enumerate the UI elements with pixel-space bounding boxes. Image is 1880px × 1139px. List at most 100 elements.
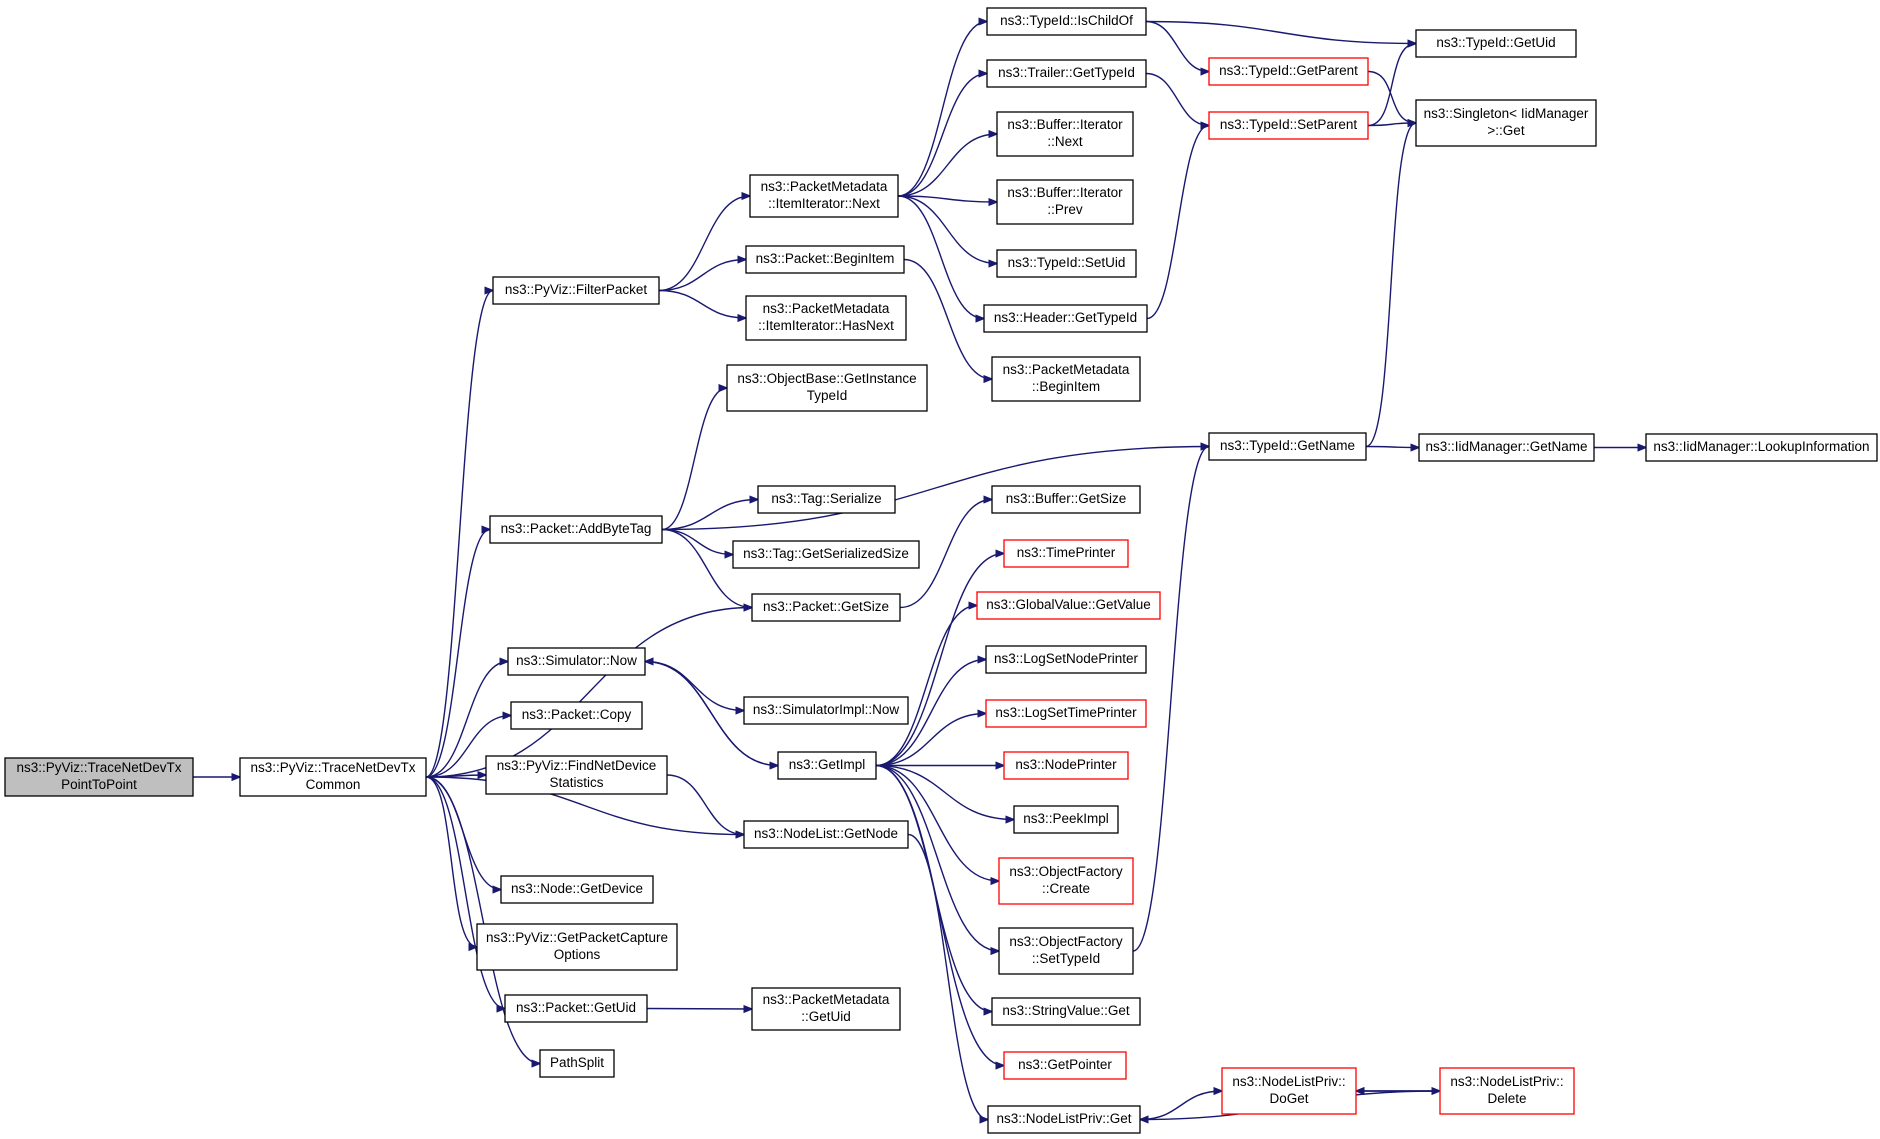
node-objFactorySetTypeId[interactable]: ns3::ObjectFactory::SetTypeId (998, 927, 1134, 975)
node-logSetNodePrinter[interactable]: ns3::LogSetNodePrinter (985, 645, 1147, 674)
node-typeIdSetParent[interactable]: ns3::TypeId::SetParent (1208, 111, 1369, 140)
node-label: ns3::IidManager::GetName (1425, 439, 1587, 454)
edge-line (425, 716, 511, 778)
node-bufIterNext[interactable]: ns3::Buffer::Iterator::Next (996, 111, 1134, 157)
node-label: ns3::ObjectFactory (1009, 864, 1123, 879)
node-label: ns3::Packet::AddByteTag (501, 521, 652, 536)
node-getPointer[interactable]: ns3::GetPointer (1003, 1051, 1127, 1080)
node-bufferGetSize[interactable]: ns3::Buffer::GetSize (991, 485, 1141, 514)
node-box (507, 647, 646, 676)
node-packetGetSize[interactable]: ns3::Packet::GetSize (751, 593, 901, 622)
node-label: ns3::NodeList::GetNode (754, 826, 898, 841)
edge-getImpl-to-getPointer (875, 764, 1004, 1066)
node-label: ns3::PeekImpl (1023, 811, 1109, 826)
edge-typeIdGetName-to-singletonGet (1365, 123, 1416, 448)
node-tagGetSerSize[interactable]: ns3::Tag::GetSerializedSize (732, 540, 920, 569)
edge-line (897, 74, 987, 197)
edge-line (425, 776, 744, 835)
node-bufIterPrev[interactable]: ns3::Buffer::Iterator::Prev (996, 179, 1134, 225)
node-globalValueGetValue[interactable]: ns3::GlobalValue::GetValue (976, 591, 1161, 620)
edge-line (899, 500, 992, 609)
edge-line (875, 714, 986, 767)
node-pmBeginItem[interactable]: ns3::PacketMetadata::BeginItem (991, 356, 1141, 402)
node-nodeGetDevice[interactable]: ns3::Node::GetDevice (500, 875, 654, 904)
node-nodeListPrivDelete[interactable]: ns3::NodeListPriv::Delete (1439, 1067, 1575, 1115)
node-box (749, 174, 899, 218)
edge-line (661, 528, 752, 608)
node-nodeListGetNode[interactable]: ns3::NodeList::GetNode (743, 820, 909, 849)
node-typeIdSetUid[interactable]: ns3::TypeId::SetUid (996, 249, 1137, 278)
node-pmNext[interactable]: ns3::PacketMetadata::ItemIterator::Next (749, 174, 899, 218)
edge-findNetDev-to-nodeListGetNode (666, 774, 744, 835)
node-box (510, 701, 643, 730)
node-label: ns3::PyViz::FilterPacket (505, 282, 648, 297)
node-typeIdGetParent[interactable]: ns3::TypeId::GetParent (1208, 57, 1369, 86)
node-typeIdGetName[interactable]: ns3::TypeId::GetName (1208, 432, 1367, 461)
node-box (991, 997, 1141, 1026)
node-label: Statistics (549, 775, 603, 790)
node-label: ns3::Packet::GetSize (763, 599, 889, 614)
node-objFactoryCreate[interactable]: ns3::ObjectFactory::Create (998, 857, 1134, 905)
node-singletonGet[interactable]: ns3::Singleton< IidManager>::Get (1415, 99, 1597, 147)
edge-typeIdSetParent-to-typeIdGetUid (1367, 44, 1416, 127)
node-peekImpl[interactable]: ns3::PeekImpl (1013, 805, 1119, 834)
node-trailerGetTypeId[interactable]: ns3::Trailer::GetTypeId (986, 59, 1147, 88)
node-box (976, 591, 1161, 620)
node-iidGetName[interactable]: ns3::IidManager::GetName (1418, 433, 1595, 462)
node-addByteTag[interactable]: ns3::Packet::AddByteTag (489, 515, 663, 544)
node-label: Options (554, 947, 601, 962)
node-simNow[interactable]: ns3::Simulator::Now (507, 647, 646, 676)
edge-line (658, 260, 746, 292)
node-stringValueGet[interactable]: ns3::StringValue::Get (991, 997, 1141, 1026)
node-nodeListPrivDoGet[interactable]: ns3::NodeListPriv::DoGet (1221, 1067, 1357, 1115)
node-label: ns3::TypeId::IsChildOf (1000, 13, 1133, 28)
node-box (985, 645, 1147, 674)
node-typeIdGetUid[interactable]: ns3::TypeId::GetUid (1415, 29, 1577, 58)
node-tagSerialize[interactable]: ns3::Tag::Serialize (757, 485, 896, 514)
node-label: ns3::PyViz::GetPacketCapture (486, 930, 668, 945)
node-packetGetUid[interactable]: ns3::Packet::GetUid (504, 994, 648, 1023)
edge-common-to-pathSplit (425, 776, 540, 1064)
node-nodeListPrivGet[interactable]: ns3::NodeListPriv::Get (987, 1105, 1141, 1134)
node-label: ns3::TypeId::GetUid (1436, 35, 1555, 50)
node-packetCopy[interactable]: ns3::Packet::Copy (510, 701, 643, 730)
node-iidLookup[interactable]: ns3::IidManager::LookupInformation (1645, 433, 1878, 462)
node-headerGetTypeId[interactable]: ns3::Header::GetTypeId (983, 304, 1148, 333)
node-box (239, 757, 427, 797)
node-simImplNow[interactable]: ns3::SimulatorImpl::Now (743, 696, 909, 725)
edge-line (644, 660, 744, 711)
edge-line (425, 662, 508, 778)
node-pathSplit[interactable]: PathSplit (539, 1049, 615, 1078)
edge-line (425, 530, 490, 778)
node-nodePrinter[interactable]: ns3::NodePrinter (1003, 751, 1129, 780)
node-typeIdIsChildOf[interactable]: ns3::TypeId::IsChildOf (986, 7, 1147, 36)
edge-common-to-addByteTag (425, 530, 490, 778)
node-packetBeginItem[interactable]: ns3::Packet::BeginItem (745, 245, 905, 274)
node-logSetTimePrinter[interactable]: ns3::LogSetTimePrinter (985, 699, 1147, 728)
node-box (1003, 751, 1129, 780)
node-getImpl[interactable]: ns3::GetImpl (777, 751, 877, 780)
node-label: PointToPoint (61, 777, 137, 792)
node-label: ns3::Packet::GetUid (516, 1000, 636, 1015)
node-box (985, 699, 1147, 728)
edge-addByteTag-to-packetGetSize (661, 528, 752, 608)
node-label: ns3::Tag::Serialize (771, 491, 881, 506)
node-filterPacket[interactable]: ns3::PyViz::FilterPacket (492, 276, 660, 305)
node-pmGetUid[interactable]: ns3::PacketMetadata::GetUid (751, 987, 901, 1031)
node-label: ns3::NodePrinter (1015, 757, 1117, 772)
edge-line (903, 258, 992, 380)
node-timePrinter[interactable]: ns3::TimePrinter (1003, 539, 1129, 568)
node-box (1415, 29, 1577, 58)
node-pmHasNext[interactable]: ns3::PacketMetadata::ItemIterator::HasNe… (745, 295, 907, 341)
node-box (1221, 1067, 1357, 1115)
edge-line (661, 500, 758, 531)
edge-common-to-packetGetUid (425, 776, 505, 1009)
edge-pmNext-to-bufIterPrev (897, 195, 997, 202)
edge-line (658, 196, 750, 292)
edge-simNow-to-simImplNow (644, 660, 744, 711)
